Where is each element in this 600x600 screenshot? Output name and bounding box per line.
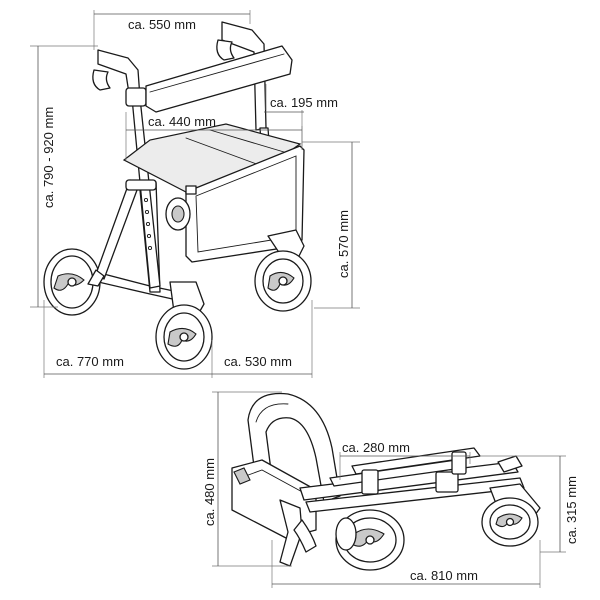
- dim-seat-width: ca. 440 mm: [148, 114, 216, 129]
- dim-base-width: ca. 530 mm: [224, 354, 292, 369]
- handle-left: [92, 49, 147, 107]
- folded-wheel-rear: [335, 509, 405, 571]
- folded-wheel-front: [481, 483, 541, 547]
- front-wheel-left: [155, 281, 213, 370]
- folded-rollator-drawing: [231, 392, 541, 571]
- dim-folded-depth: ca. 280 mm: [342, 440, 410, 455]
- dim-width-top: ca. 550 mm: [128, 17, 196, 32]
- dim-length: ca. 770 mm: [56, 354, 124, 369]
- dim-seat-depth: ca. 195 mm: [270, 95, 338, 110]
- dim-folded-length: ca. 810 mm: [410, 568, 478, 583]
- dim-folded-side: ca. 315 mm: [564, 476, 579, 544]
- dim-height-handle: ca. 790 - 920 mm: [41, 107, 56, 208]
- front-wheel-back: [165, 197, 191, 231]
- seat: [122, 123, 302, 193]
- backrest: [145, 45, 293, 113]
- folded-dimensions: ca. 480 mm ca. 280 mm ca. 315 mm ca. 810…: [202, 391, 579, 588]
- front-wheel-right: [254, 229, 312, 312]
- dim-folded-height: ca. 480 mm: [202, 458, 217, 526]
- top-dimensions: ca. 550 mm ca. 790 - 920 mm ca. 195 mm c…: [30, 10, 360, 378]
- dim-seat-height: ca. 570 mm: [336, 210, 351, 278]
- unfolded-rollator-drawing: [43, 21, 312, 370]
